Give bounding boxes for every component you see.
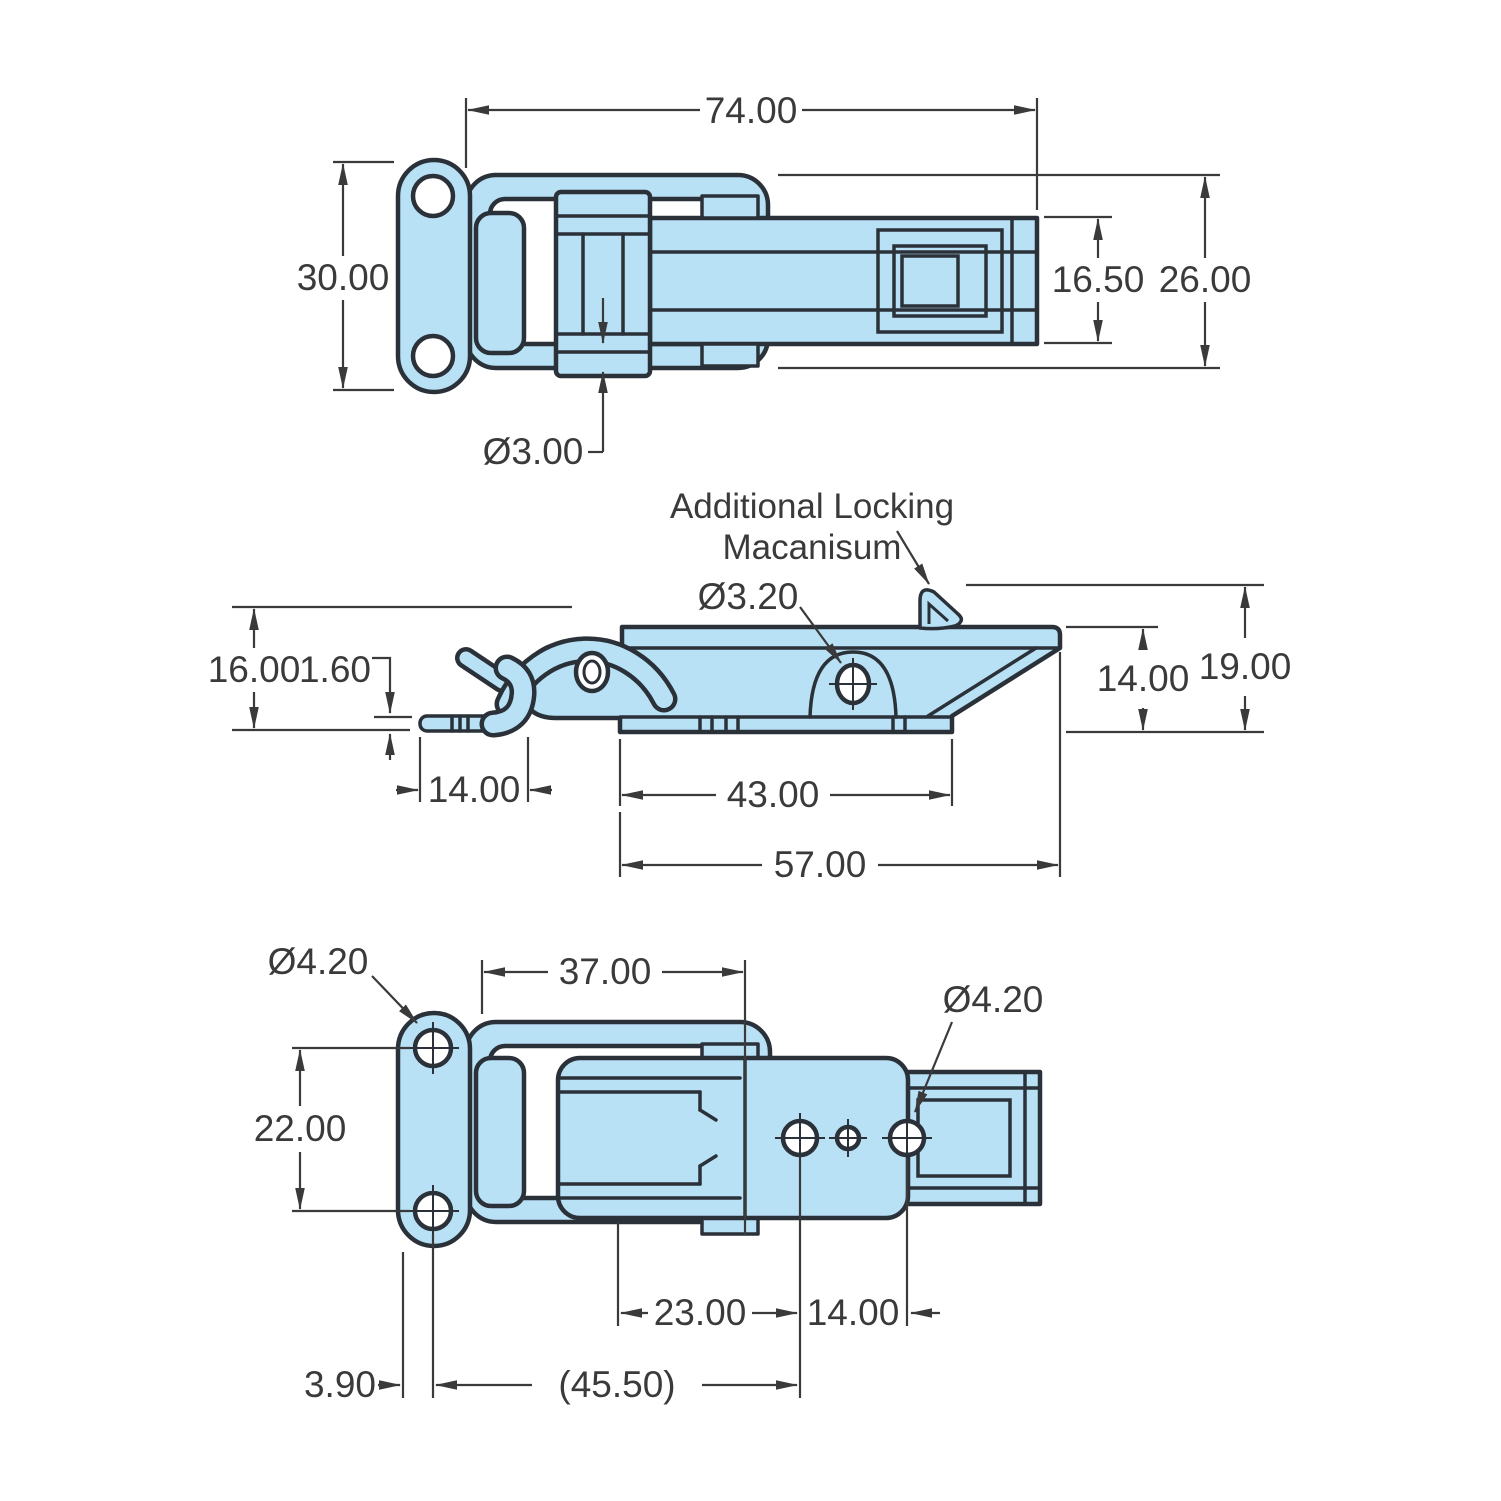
side-view: Additional Locking Macanisum Ø3.20 16.00… bbox=[208, 487, 1292, 885]
top-keeper-outer bbox=[876, 228, 1004, 334]
dim-top-wire-diameter: Ø3.00 bbox=[483, 431, 584, 472]
top-view: 74.00 30.00 16.50 26.00 Ø3.00 bbox=[297, 90, 1252, 472]
top-tab-lower bbox=[700, 342, 760, 368]
top-tab-upper bbox=[700, 194, 760, 220]
dim-side-overall-length: 57.00 bbox=[774, 844, 867, 885]
dim-side-plate-thickness: 1.60 bbox=[299, 649, 371, 690]
dim-side-body-height: 14.00 bbox=[1097, 658, 1190, 699]
dim-top-overall-width: 26.00 bbox=[1159, 259, 1252, 300]
dim-bottom-reference-length: (45.50) bbox=[558, 1364, 675, 1405]
note-locking-line1: Additional Locking bbox=[670, 487, 954, 526]
bottom-view: Ø4.20 37.00 Ø4.20 22.00 23.00 14.00 3.90… bbox=[254, 941, 1044, 1405]
top-hinge-knuckle bbox=[473, 210, 527, 356]
bottom-hinge-knuckle bbox=[473, 1055, 527, 1209]
top-mounting-plate bbox=[395, 157, 473, 395]
dim-bottom-loop-length: 37.00 bbox=[559, 951, 652, 992]
dim-bottom-plate-hole-dia: Ø4.20 bbox=[268, 941, 369, 982]
top-plate-hole-lower bbox=[410, 333, 456, 379]
dim-bottom-hole-spacing-inner: 23.00 bbox=[654, 1292, 747, 1333]
side-rivet-boss bbox=[808, 650, 898, 719]
top-plate-hole-upper bbox=[410, 173, 456, 219]
top-roller-block bbox=[553, 189, 653, 379]
top-keeper-mid bbox=[892, 244, 988, 318]
top-lever-body bbox=[647, 215, 1040, 347]
side-pivot-hole bbox=[573, 650, 611, 694]
note-locking-line2: Macanisum bbox=[723, 528, 902, 567]
dim-bottom-plate-edge-offset: 3.90 bbox=[304, 1364, 376, 1405]
dim-top-overall-length: 74.00 bbox=[705, 90, 798, 131]
dim-top-plate-height: 30.00 bbox=[297, 257, 390, 298]
top-keeper-inner bbox=[900, 254, 960, 308]
dim-bottom-hole-spacing-outer: 14.00 bbox=[807, 1292, 900, 1333]
dim-side-rivet-hole-dia: Ø3.20 bbox=[698, 576, 799, 617]
dim-side-hook-length: 14.00 bbox=[428, 769, 521, 810]
dim-bottom-plate-hole-spacing: 22.00 bbox=[254, 1108, 347, 1149]
dim-side-base-length: 43.00 bbox=[727, 774, 820, 815]
dim-top-lever-width: 16.50 bbox=[1052, 259, 1145, 300]
dim-side-max-height: 19.00 bbox=[1199, 646, 1292, 687]
dim-bottom-body-hole-dia: Ø4.20 bbox=[943, 979, 1044, 1020]
dim-side-overall-height: 16.00 bbox=[208, 649, 301, 690]
side-locking-flag bbox=[918, 588, 964, 631]
